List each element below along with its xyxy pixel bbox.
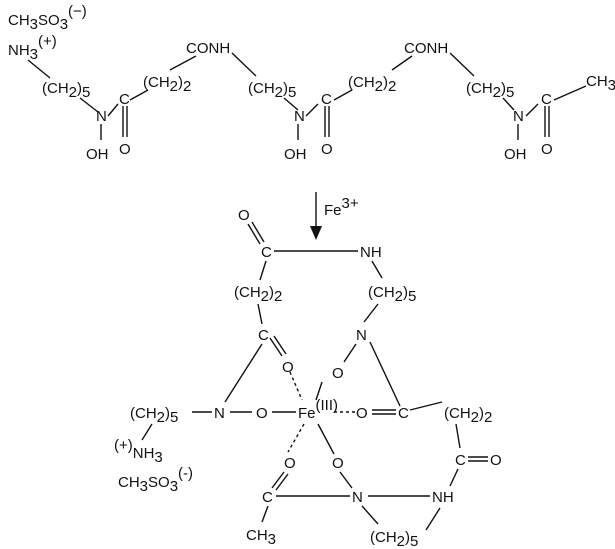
ch3-group: CH3 [246,527,276,548]
bond [361,505,379,525]
c-atom: C [541,91,552,108]
bond [502,97,515,111]
ferrioxamine-complex: O C NH (CH2)2 C O (CH2)5 N O (CH2)5 N [114,207,502,549]
ch2-5-group: (CH2)5 [130,405,178,426]
bond [339,471,353,489]
bond [391,55,413,71]
nh-group: NH [432,489,454,506]
o-atom: O [356,405,368,422]
c-atom: C [258,327,269,344]
o-atom: O [282,359,294,376]
o-atom: O [238,207,250,224]
bond [315,381,323,401]
arrow-head [310,226,322,240]
conh-group: CONH [404,40,448,57]
n-atom: N [513,108,524,125]
c-atom: C [398,405,409,422]
coordination-bond [289,371,303,401]
counterion-label: CH3SO3(−) [8,3,87,33]
ch2-5-group: (CH2)5 [248,80,296,101]
conh-group: CONH [186,40,230,57]
ch2-2-group: (CH2)2 [143,74,191,95]
n-atom: N [96,108,107,125]
amine-label: (+)NH3 [114,437,163,466]
bond [369,341,401,407]
bond [275,473,289,491]
oh-group: OH [504,146,527,163]
bond [107,103,119,117]
bond [247,223,261,245]
bond [257,303,263,325]
bond [425,507,441,531]
c-atom: C [455,452,466,469]
bond [525,103,539,117]
o-atom: O [256,405,268,422]
bond [449,468,459,487]
reaction-arrow: Fe3+ [310,192,359,240]
bond [224,343,263,403]
bond [317,423,335,455]
bond [259,260,267,281]
counterion-label: CH3SO3(-) [118,465,193,495]
oh-group: OH [86,146,109,163]
bond [169,55,197,71]
bond [79,97,99,113]
n-atom: N [352,489,363,506]
c-atom: C [321,91,332,108]
ch2-2-group: (CH2)2 [348,74,396,95]
bond [271,471,285,489]
coordination-bond [287,423,305,453]
ch2-5-group: (CH2)5 [466,80,514,101]
n-atom: N [356,327,367,344]
bond [251,221,265,243]
o-atom: O [119,141,131,158]
bond [449,52,475,77]
bond [305,103,319,117]
o-atom: O [284,455,296,472]
ch3-group: CH3 [586,73,615,94]
bond [273,335,287,355]
bond [261,505,269,523]
ch2-5-group: (CH2)5 [370,529,418,549]
c-atom: C [262,489,273,506]
nh-group: NH [360,244,382,261]
bond [343,343,357,363]
bond [269,337,283,357]
bond [455,423,461,449]
bond [409,401,443,411]
n-atom: N [294,108,305,125]
bond [231,52,257,77]
amine-label: NH3(+) [8,33,57,63]
n-atom: N [214,405,225,422]
ch2-5-group: (CH2)5 [368,284,416,305]
bond [129,89,149,101]
ch2-2-group: (CH2)2 [444,405,492,426]
fe3-reagent-label: Fe3+ [324,195,359,219]
ch2-2-group: (CH2)2 [234,284,282,305]
bond [553,85,587,101]
o-atom: O [490,452,502,469]
o-atom: O [332,365,344,382]
deferoxamine-structure: CH3SO3(−) NH3(+) (CH2)5 [8,3,615,163]
c-atom: C [261,244,272,261]
bond [27,59,51,79]
bond [333,89,353,101]
o-atom: O [541,141,553,158]
o-atom: O [321,141,333,158]
o-atom: O [332,455,344,472]
bond [371,260,383,279]
fe-iii-center: Fe(III) [298,397,338,422]
c-atom: C [119,91,130,108]
ch2-5-group: (CH2)5 [42,80,90,101]
bond [141,423,153,441]
bond [363,303,379,323]
oh-group: OH [284,146,307,163]
bond [283,97,299,111]
